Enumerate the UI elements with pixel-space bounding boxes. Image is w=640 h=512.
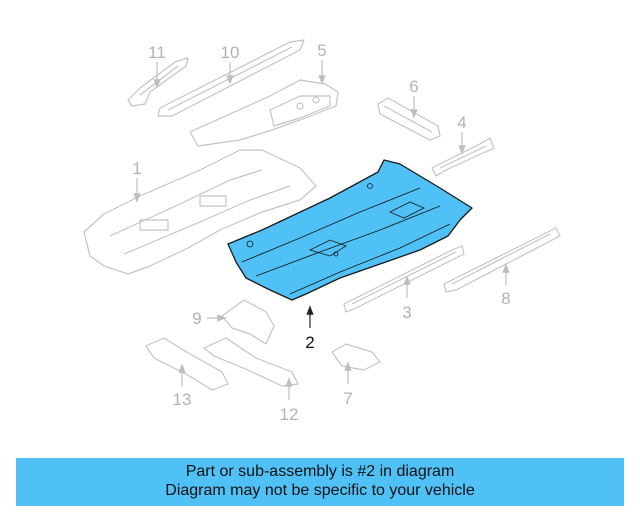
callout-7: 7 <box>343 389 352 408</box>
callout-6: 6 <box>409 77 418 96</box>
callout-5: 5 <box>317 41 326 60</box>
info-banner-line-1: Part or sub-assembly is #2 in diagram <box>185 463 455 480</box>
part-5 <box>189 79 339 147</box>
callout-2: 2 <box>305 333 314 352</box>
callout-3: 3 <box>402 303 411 322</box>
part-2-highlighted <box>227 159 473 301</box>
part-1 <box>83 149 317 275</box>
callout-11: 11 <box>148 43 166 62</box>
callout-10: 10 <box>221 43 240 62</box>
parts-diagram: 11 10 5 6 4 1 2 3 8 9 13 12 7 <box>83 39 561 424</box>
callout-13: 13 <box>173 390 192 409</box>
callout-8: 8 <box>501 289 510 308</box>
part-13 <box>145 337 229 391</box>
part-4 <box>431 137 495 177</box>
info-banner: Part or sub-assembly is #2 in diagram Di… <box>16 458 624 506</box>
callout-4: 4 <box>457 113 466 132</box>
part-12 <box>203 337 299 387</box>
part-7 <box>331 343 381 371</box>
callout-1: 1 <box>132 159 141 178</box>
part-6 <box>377 97 441 141</box>
info-banner-line-2: Diagram may not be specific to your vehi… <box>165 482 475 499</box>
part-9 <box>221 299 275 345</box>
callout-12: 12 <box>280 405 299 424</box>
part-8 <box>443 227 561 293</box>
callout-9: 9 <box>192 309 201 328</box>
